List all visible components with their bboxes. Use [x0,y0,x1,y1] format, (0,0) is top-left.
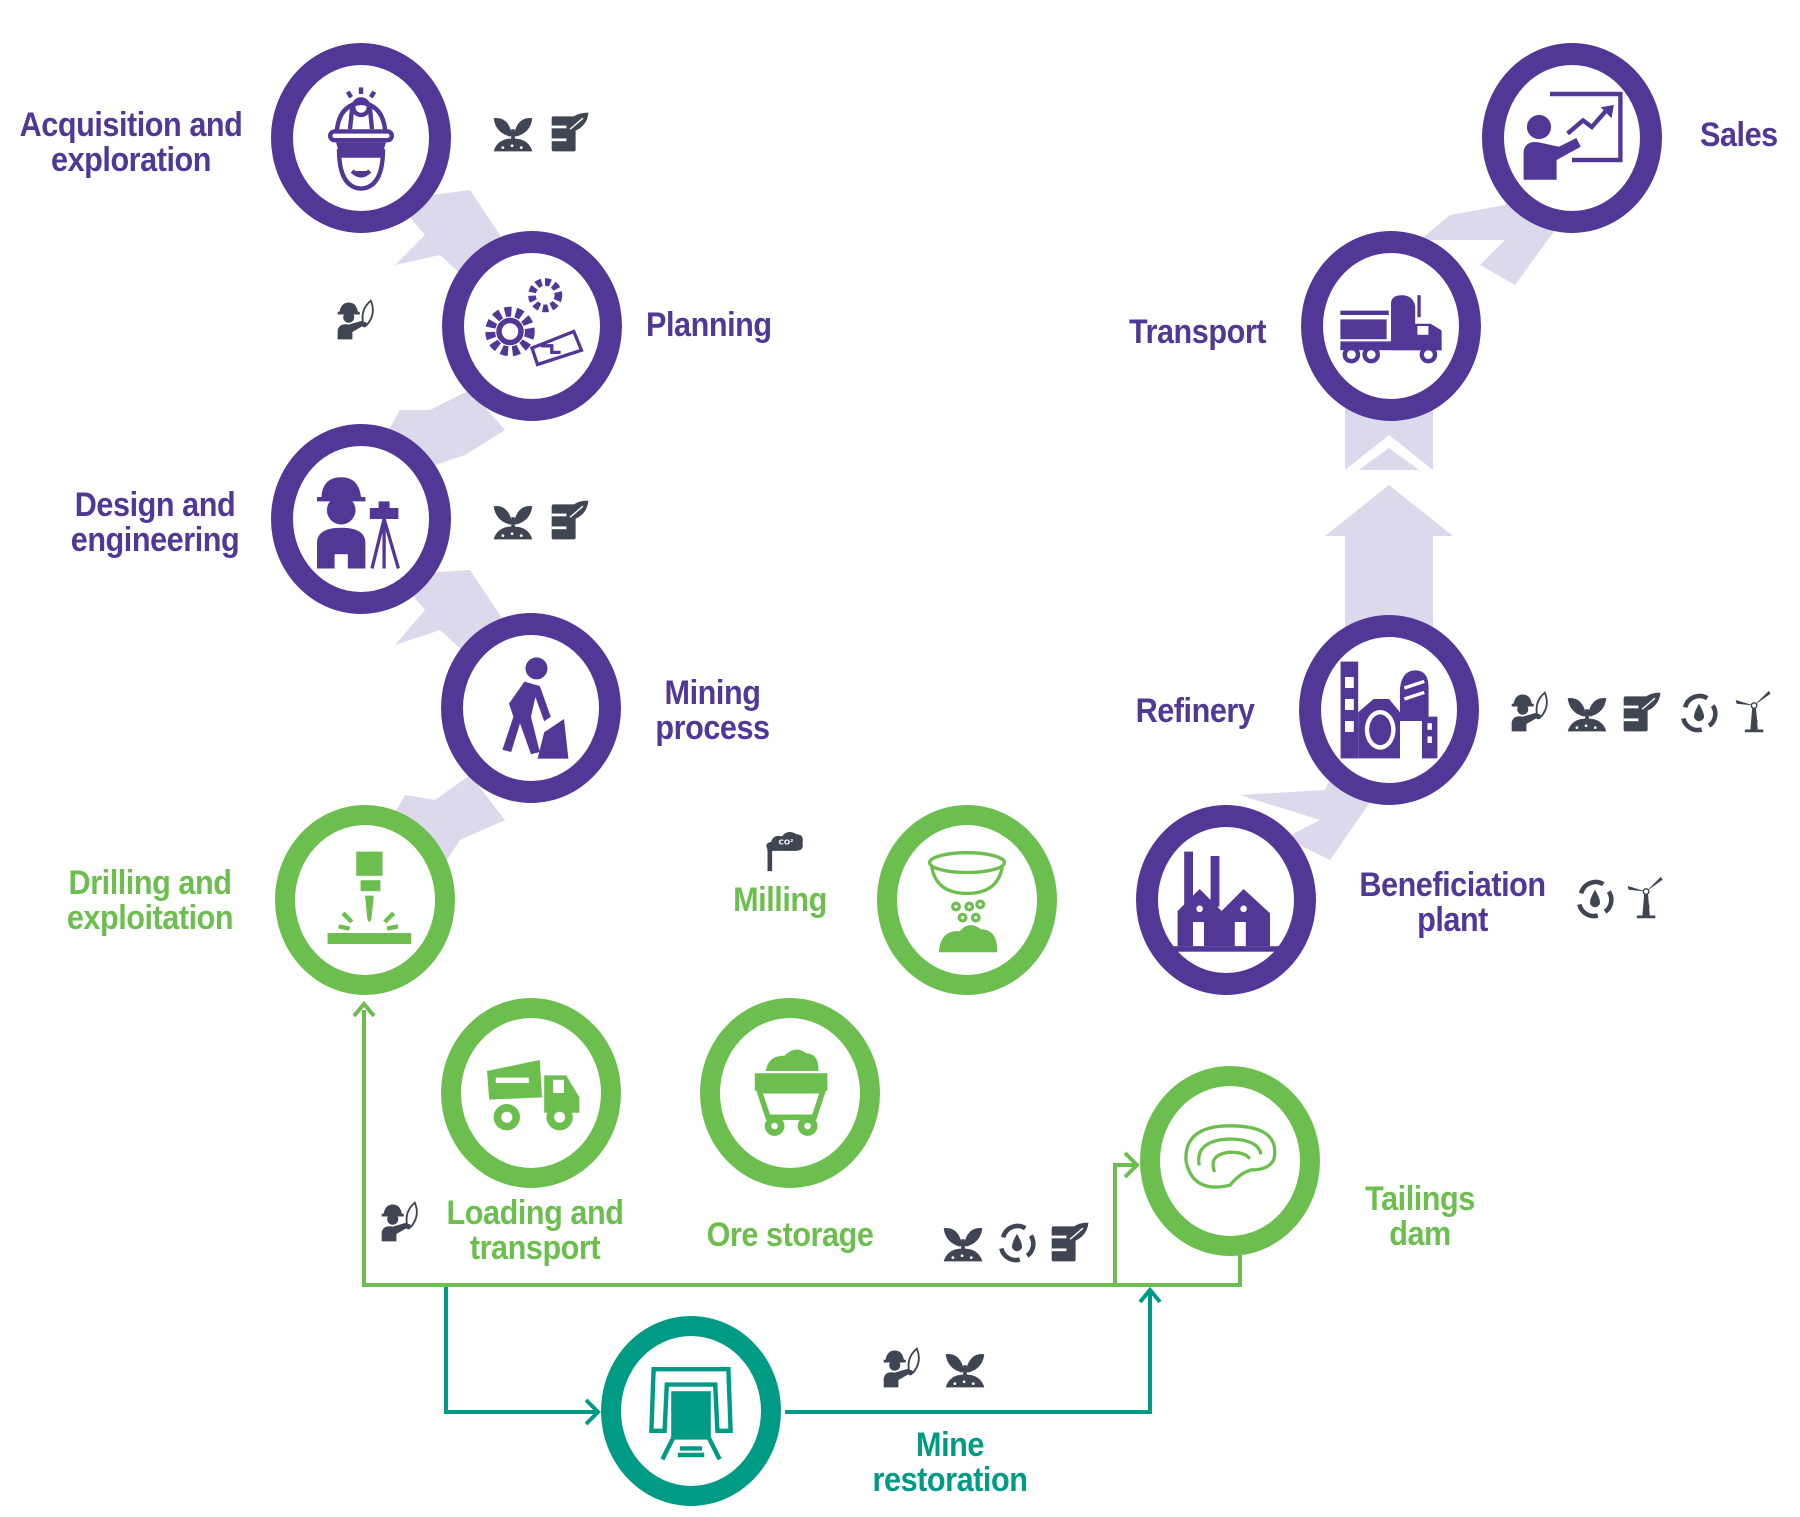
label-sales: Sales [1700,116,1778,154]
impacts-planning [334,296,380,344]
water-recycle-icon [1572,874,1618,922]
worker-shovel-icon [502,657,569,759]
stage-mining[interactable] [441,613,621,803]
stage-restoration[interactable] [601,1316,781,1506]
teal-line-to-tailings [785,1292,1152,1414]
impacts-ore-storage [940,1218,1094,1266]
stage-beneficiation[interactable] [1136,805,1316,995]
arrowhead-drilling [352,1000,376,1018]
worker-leaf-icon [880,1344,926,1392]
wind-turbine-icon [1624,874,1670,922]
worker-leaf-icon [1508,688,1554,736]
tunnel-icon [649,1367,733,1461]
label-refinery: Refinery [1135,692,1255,730]
impacts-restoration [880,1344,988,1392]
factory-icon [1173,851,1279,952]
miner-headlamp-icon [328,87,394,191]
soil-plant-icon [940,1218,986,1266]
wind-turbine-icon [1732,688,1778,736]
impacts-beneficiation [1572,874,1670,922]
impacts-design [490,496,594,544]
water-recycle-icon [994,1218,1040,1266]
stage-ore-storage[interactable] [700,998,880,1188]
barrel-leaf-icon [548,496,594,544]
green-line-to-tailings [1113,1163,1135,1285]
green-line-loop [362,1010,1242,1287]
barrel-leaf-icon [1048,1218,1094,1266]
arrowhead-tailings [1123,1151,1140,1179]
semi-truck-icon [1340,295,1442,364]
stage-drilling[interactable] [275,805,455,995]
drill-icon [327,851,412,944]
water-recycle-icon [1676,688,1722,736]
arrowhead-restoration [584,1398,601,1426]
label-planning: Planning [646,306,772,344]
flow-arrow-refinery-transport-head [1325,485,1453,536]
teal-line-restoration [444,1287,598,1414]
barrel-leaf-icon [1620,688,1666,736]
impacts-refinery [1508,688,1778,736]
presentation-chart-icon [1523,91,1623,180]
arrowhead-tailings-teal [1138,1286,1162,1304]
impacts-acquisition [490,108,594,156]
stage-refinery[interactable] [1299,615,1479,805]
label-transport: Transport [1128,313,1267,351]
impacts-loading [378,1198,424,1246]
worker-leaf-icon [334,296,380,344]
stage-transport[interactable] [1301,231,1481,421]
dump-truck-icon [487,1060,580,1131]
barrel-leaf-icon [548,108,594,156]
flow-arrow-refinery-transport-notch [1345,435,1433,480]
surveyor-theodolite-icon [317,477,400,569]
tailings-pond-icon [1184,1124,1277,1189]
co2-chimney-icon [762,826,808,874]
label-milling: Milling [733,881,827,919]
operations-flow-lines [352,1000,1242,1426]
soil-plant-icon [1564,688,1610,736]
label-ore-storage: Ore storage [706,1216,874,1254]
stage-tailings[interactable] [1140,1066,1320,1256]
soil-plant-icon [490,496,536,544]
soil-plant-icon [942,1344,988,1392]
ore-cart-icon [754,1049,828,1136]
sieve-icon [927,851,1007,953]
gears-blueprint-icon [485,278,584,367]
stage-design[interactable] [271,424,451,614]
stage-planning[interactable] [442,231,622,421]
stage-loading[interactable] [441,998,621,1188]
stage-milling[interactable] [877,805,1057,995]
impacts-milling [762,826,808,874]
stage-acquisition[interactable] [271,43,451,233]
worker-leaf-icon [378,1198,424,1246]
stage-sales[interactable] [1482,43,1662,233]
soil-plant-icon [490,108,536,156]
refinery-icon [1340,661,1438,759]
